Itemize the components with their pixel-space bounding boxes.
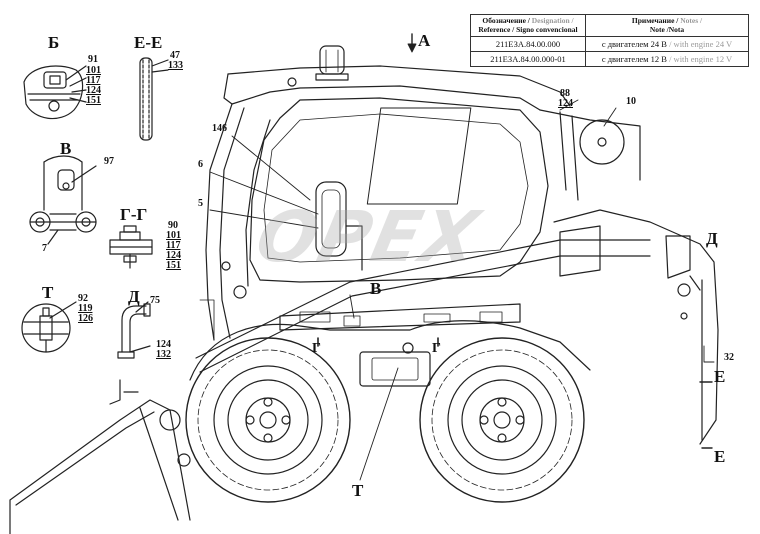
callout-7: 7 — [42, 243, 47, 254]
opex-watermark: OPEX — [249, 196, 488, 278]
notes-header: Примечание / Notes / Note /Nota — [585, 13, 749, 38]
designation-header: Обозначение / Designation / Reference / … — [470, 13, 586, 38]
callout-32: 32 — [724, 352, 734, 363]
reference-table: Обозначение / Designation / Reference / … — [470, 13, 749, 68]
view-label-t: Т — [42, 283, 54, 302]
view-label-a: А — [418, 31, 431, 50]
callout-126: 126 — [78, 313, 93, 324]
callout-124-d: 124 — [156, 339, 171, 350]
view-label-e: Е-Е — [134, 33, 163, 52]
callout-92: 92 — [78, 293, 88, 304]
callout-133: 133 — [168, 60, 183, 71]
leader-lines — [209, 33, 715, 481]
section-label-e-top: Е — [714, 367, 726, 386]
callout-151-g: 151 — [166, 260, 181, 271]
callout-124-main: 124 — [558, 98, 573, 109]
callout-124-g: 124 — [166, 250, 181, 261]
callout-47: 47 — [170, 50, 180, 61]
view-label-d: Д — [128, 287, 140, 306]
view-label-t-main: Т — [352, 481, 364, 500]
callout-90: 90 — [168, 220, 178, 231]
detail-g-view — [109, 225, 153, 269]
view-label-g: Г-Г — [120, 205, 148, 224]
view-label-d-main: Д — [706, 229, 718, 248]
skid-steer-loader — [9, 45, 719, 534]
callout-101: 101 — [86, 65, 101, 76]
callout-119: 119 — [78, 303, 93, 314]
section-label-g-right: Г — [432, 341, 441, 356]
callout-124: 124 — [86, 85, 101, 96]
detail-d-view — [117, 301, 151, 359]
callout-117: 117 — [86, 75, 101, 86]
note-cell: с двигателем 12 В / with engine 12 V — [585, 51, 749, 68]
callout-97: 97 — [104, 156, 114, 167]
grille-window — [366, 107, 472, 205]
callout-132: 132 — [156, 349, 171, 360]
callout-5: 5 — [198, 198, 203, 209]
callout-146: 146 — [212, 123, 227, 134]
callout-151: 151 — [86, 95, 101, 106]
side-mirror — [315, 181, 363, 271]
view-label-b: Б — [48, 33, 60, 52]
callout-101-g: 101 — [166, 230, 181, 241]
callout-6: 6 — [198, 159, 203, 170]
detail-b-view — [23, 65, 87, 120]
callout-88: 88 — [560, 88, 570, 99]
detail-t-view — [21, 301, 77, 353]
callout-91: 91 — [88, 54, 98, 65]
section-label-e-bottom: Е — [714, 447, 726, 466]
table-row: 211ЕЗА.84.00.000 с двигателем 24 В / wit… — [470, 36, 749, 53]
bucket — [9, 379, 191, 534]
callout-75: 75 — [150, 295, 160, 306]
section-label-g-left: Г — [312, 341, 321, 356]
view-label-v-main: В — [370, 279, 382, 298]
detail-e-view — [139, 57, 169, 141]
view-label-v: В — [60, 139, 72, 158]
callout-117-g: 117 — [166, 240, 181, 251]
callout-10: 10 — [626, 96, 636, 107]
detail-v-view — [29, 155, 97, 245]
front-wheel — [185, 337, 351, 503]
table-row: 211ЕЗА.84.00.000-01 с двигателем 12 В / … — [470, 51, 749, 68]
rear-wheel — [419, 337, 585, 503]
designation-cell: 211ЕЗА.84.00.000-01 — [470, 51, 586, 68]
